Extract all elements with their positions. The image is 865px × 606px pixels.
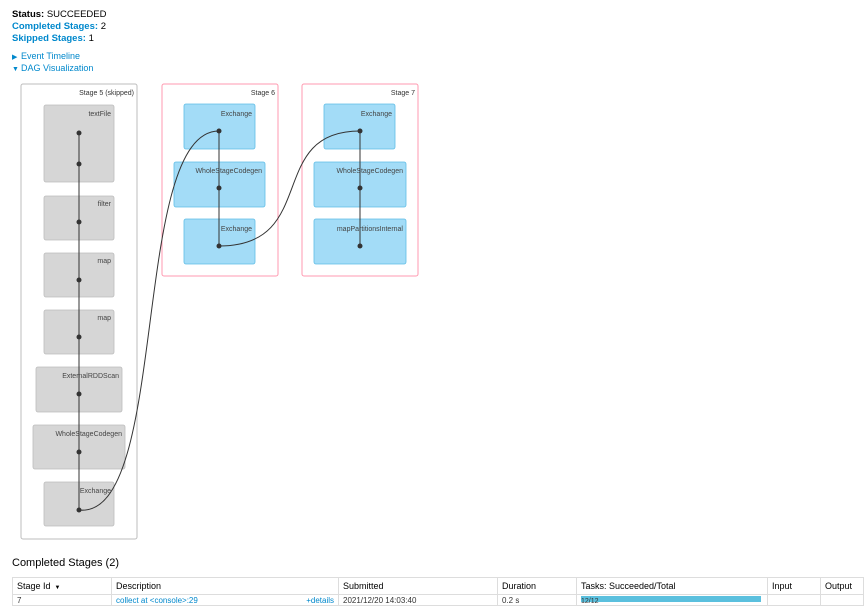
column-output[interactable]: Output — [820, 577, 864, 595]
op-exchange-s6-out-label: Exchange — [221, 226, 252, 233]
op-mappartitionsinternal-label: mapPartitionsInternal — [337, 226, 404, 233]
column-input[interactable]: Input — [767, 577, 821, 595]
job-summary: Status: SUCCEEDED Completed Stages: 2 Sk… — [12, 9, 107, 45]
column-input-label: Input — [772, 581, 793, 591]
status-label: Status: — [12, 9, 45, 20]
table-row: 7 collect at <console>:29 +details 2021/… — [12, 594, 864, 606]
completed-stages-row[interactable]: Completed Stages: 2 — [12, 21, 107, 33]
tasks-progress-label: 12/12 — [581, 597, 599, 605]
column-duration[interactable]: Duration — [497, 577, 577, 595]
column-description[interactable]: Description — [111, 577, 339, 595]
caret-down-icon: ▼ — [12, 66, 19, 73]
cell-description: collect at <console>:29 +details — [111, 594, 339, 606]
cell-stage-id: 7 — [12, 594, 112, 606]
column-description-label: Description — [116, 581, 162, 591]
op-map-2-label: map — [97, 315, 111, 322]
status-value: SUCCEEDED — [46, 9, 107, 20]
edge-stage5-to-stage6 — [78, 130, 220, 511]
edge-stage6-to-stage7 — [218, 130, 361, 247]
stage-6-label: Stage 6 — [251, 90, 275, 97]
op-wholestagecodegen-s6-label: WholeStageCodegen — [195, 168, 262, 175]
column-stage-id[interactable]: Stage Id▼ — [12, 577, 112, 595]
column-duration-label: Duration — [502, 581, 537, 591]
op-externalrddscan-label: ExternalRDDScan — [62, 373, 119, 380]
event-timeline-toggle[interactable]: ▶Event Timeline — [12, 51, 80, 61]
cell-output — [820, 594, 864, 606]
skipped-stages-count: 1 — [88, 33, 94, 44]
stage-5-dots — [76, 130, 82, 513]
column-submitted[interactable]: Submitted — [338, 577, 498, 595]
op-exchange-s6-in-label: Exchange — [221, 111, 252, 118]
cell-tasks: 12/12 — [576, 594, 768, 606]
op-exchange-s5-label: Exchange — [80, 488, 111, 495]
stage-5-cluster[interactable]: Stage 5 (skipped) textFile filter map ma… — [20, 83, 138, 540]
op-exchange-s7-label: Exchange — [361, 111, 392, 118]
cell-input — [767, 594, 821, 606]
status-row: Status: SUCCEEDED — [12, 9, 107, 21]
column-stage-id-label: Stage Id — [17, 581, 51, 591]
op-filter-label: filter — [98, 201, 112, 208]
completed-stages-title[interactable]: Completed Stages (2) — [12, 557, 119, 569]
stage-7-label: Stage 7 — [391, 90, 415, 97]
cell-duration: 0.2 s — [497, 594, 577, 606]
completed-stages-link[interactable]: Completed Stages: — [12, 21, 99, 32]
column-output-label: Output — [825, 581, 853, 591]
column-tasks-label: Tasks: Succeeded/Total — [581, 581, 676, 591]
dag-visualization-label: DAG Visualization — [21, 63, 94, 73]
skipped-stages-link[interactable]: Skipped Stages: — [12, 33, 86, 44]
dag-visualization: Stage 5 (skipped) textFile filter map ma… — [20, 83, 419, 540]
stage-6-cluster[interactable]: Stage 6 Exchange WholeStageCodegen Excha… — [161, 83, 279, 277]
stage-description-link[interactable]: collect at <console>:29 — [116, 595, 198, 605]
op-textfile-label: textFile — [88, 111, 111, 118]
dag-visualization-toggle[interactable]: ▼DAG Visualization — [12, 63, 93, 73]
column-tasks[interactable]: Tasks: Succeeded/Total — [576, 577, 768, 595]
skipped-stages-row[interactable]: Skipped Stages: 1 — [12, 33, 107, 45]
event-timeline-label: Event Timeline — [21, 51, 81, 61]
sort-down-icon: ▼ — [54, 585, 61, 591]
stage-5-label: Stage 5 (skipped) — [79, 90, 134, 97]
stage-7-cluster[interactable]: Stage 7 Exchange WholeStageCodegen mapPa… — [301, 83, 419, 277]
op-wholestagecodegen-s7-label: WholeStageCodegen — [336, 168, 403, 175]
cell-submitted: 2021/12/20 14:03:40 — [338, 594, 498, 606]
caret-right-icon: ▶ — [12, 54, 18, 61]
completed-stages-table: Stage Id▼ Description Submitted Duration… — [12, 577, 864, 606]
completed-stages-count: 2 — [100, 21, 106, 32]
details-link[interactable]: +details — [306, 595, 334, 605]
op-map-1-label: map — [97, 258, 111, 265]
table-header-row: Stage Id▼ Description Submitted Duration… — [12, 577, 864, 595]
op-wholestagecodegen-label: WholeStageCodegen — [55, 431, 122, 438]
column-submitted-label: Submitted — [343, 581, 384, 591]
